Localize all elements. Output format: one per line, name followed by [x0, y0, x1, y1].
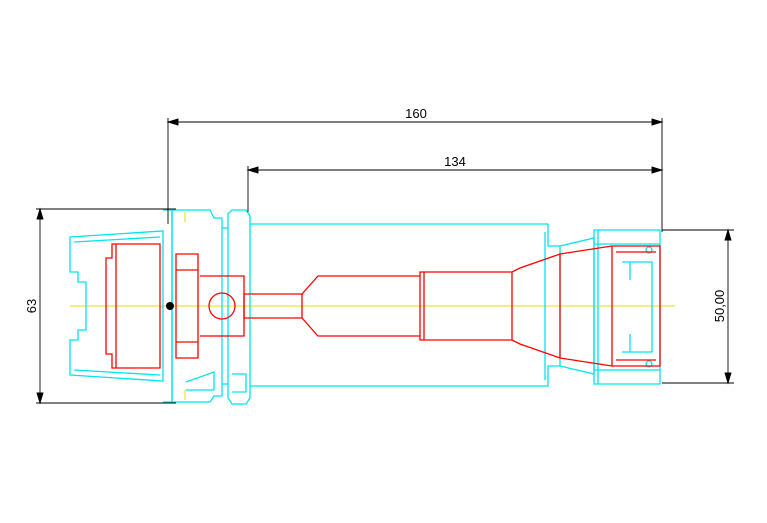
- flange-main: [171, 209, 223, 403]
- dimension-flange-diameter: 63: [24, 299, 39, 313]
- section-lines: [105, 243, 661, 369]
- flange-groove: [227, 209, 251, 405]
- hsk-shank: [69, 230, 164, 382]
- clamping-nut: [593, 229, 661, 385]
- nut-inner-slot: [622, 261, 653, 353]
- dimension-overall-length: 160: [405, 106, 427, 121]
- holder-outline: [69, 209, 661, 405]
- main-body: [250, 223, 561, 387]
- collet-cone: [559, 245, 661, 367]
- flange-bore: [175, 253, 199, 359]
- dimension-nut-diameter: 50,00: [712, 290, 727, 323]
- hsk-cavity: [105, 243, 161, 369]
- origin-point: [166, 302, 174, 310]
- flange-key-slot: [185, 371, 215, 391]
- dimension-projection-length: 134: [444, 154, 466, 169]
- hsk-shank-inner: [73, 236, 161, 376]
- dimension-lines: [36, 118, 734, 405]
